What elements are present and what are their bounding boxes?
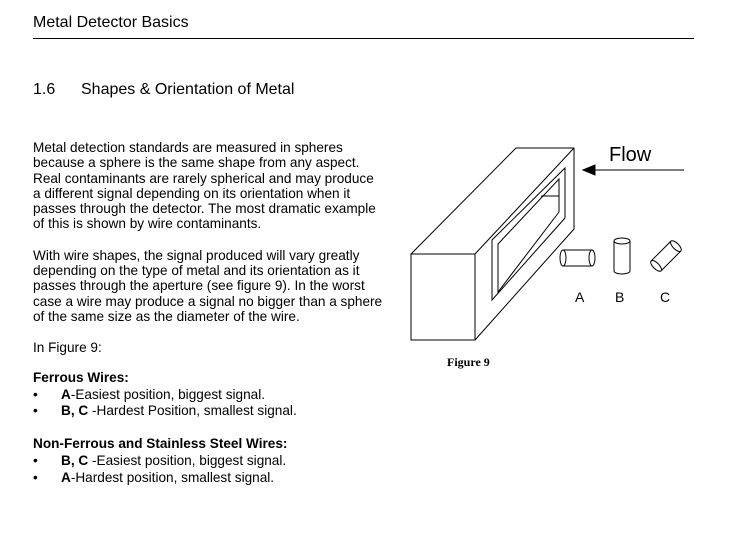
wire-sample-a	[559, 249, 596, 267]
separator: -	[91, 453, 97, 469]
label-b: B	[615, 289, 624, 305]
aperture-inner	[497, 177, 560, 294]
paragraph-wire-shapes: With wire shapes, the signal produced wi…	[33, 247, 383, 324]
flow-arrow	[581, 164, 684, 176]
section-number: 1.6	[33, 81, 56, 98]
tunnel-front-face	[410, 253, 476, 341]
tunnel-top-edge	[474, 147, 575, 255]
aperture-outer	[491, 166, 566, 302]
ferrous-heading: Ferrous Wires:	[33, 369, 129, 385]
section-title: Shapes & Orientation of Metal	[81, 81, 295, 98]
paragraph-spheres: Metal detection standards are measured i…	[33, 140, 376, 232]
bullet: •	[33, 386, 38, 402]
flow-label: Flow	[609, 144, 652, 166]
item-text: Hardest position, smallest signal.	[75, 469, 275, 485]
detector-tunnel	[410, 147, 575, 341]
wire-sample-b	[613, 237, 631, 275]
list-item: • A-Easiest position, biggest signal.	[33, 387, 383, 404]
nonferrous-heading: Non-Ferrous and Stainless Steel Wires:	[33, 435, 288, 451]
separator: -	[70, 386, 76, 402]
label-a: A	[575, 289, 585, 305]
bullet: •	[33, 403, 38, 419]
position-key: A	[61, 386, 71, 402]
bullet: •	[33, 469, 38, 485]
list-item: • A-Hardest position, smallest signal.	[33, 470, 383, 487]
position-key: B, C	[61, 453, 89, 469]
separator: -	[70, 469, 76, 485]
section-heading: 1.6 Shapes & Orientation of Metal	[33, 81, 294, 99]
document-header: Metal Detector Basics	[33, 14, 189, 31]
separator: -	[91, 403, 97, 419]
ferrous-list: •A-Easiest position, biggest signal. •B,…	[33, 387, 383, 420]
header-rule	[33, 38, 694, 39]
item-text: Easiest position, biggest signal.	[96, 453, 287, 469]
list-item: • B, C -Easiest position, biggest signal.	[33, 453, 383, 470]
list-item: • B, C -Hardest Position, smallest signal…	[33, 403, 383, 420]
position-key: A	[61, 469, 71, 485]
figure-caption: Figure 9	[447, 355, 490, 369]
figure-9-diagram: Flow A B C	[410, 144, 684, 341]
bullet: •	[33, 453, 38, 469]
nonferrous-list: •B, C -Easiest position, biggest signal.…	[33, 453, 383, 486]
label-c: C	[660, 289, 670, 305]
item-text: Easiest position, biggest signal.	[75, 386, 266, 402]
wire-sample-c	[650, 240, 682, 272]
text-column: Metal detection standards are measured i…	[33, 140, 383, 486]
position-key: B, C	[61, 403, 89, 419]
item-text: Hardest Position, smallest signal.	[96, 403, 297, 419]
paragraph-figure-intro: In Figure 9:	[33, 340, 102, 356]
